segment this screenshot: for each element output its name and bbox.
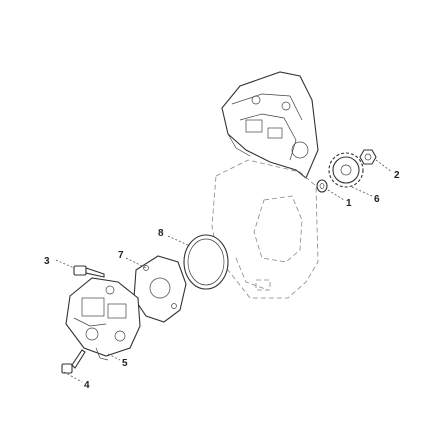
nut <box>359 149 377 165</box>
washer <box>316 179 328 193</box>
leader-line-4 <box>63 371 83 383</box>
drive-gear <box>328 152 364 188</box>
o-ring-gasket <box>183 234 229 290</box>
leader-line-8 <box>167 235 191 247</box>
callout-1: 1 <box>346 198 352 209</box>
leader-line-1 <box>327 189 345 201</box>
callout-5: 5 <box>122 358 128 369</box>
callout-6: 6 <box>374 194 380 205</box>
callout-3: 3 <box>44 256 50 267</box>
callout-8: 8 <box>158 228 164 239</box>
callout-4: 4 <box>84 380 90 391</box>
bolt-lower <box>61 349 86 374</box>
engine-housing <box>221 71 319 179</box>
front-cover-outline <box>211 159 319 299</box>
callout-7: 7 <box>118 250 124 261</box>
leader-line-3 <box>55 259 75 269</box>
leader-line-2 <box>375 159 393 173</box>
fuel-pump <box>65 277 141 361</box>
callout-2: 2 <box>394 170 400 181</box>
leader-line-6 <box>351 186 373 197</box>
bolt-upper <box>73 265 105 278</box>
